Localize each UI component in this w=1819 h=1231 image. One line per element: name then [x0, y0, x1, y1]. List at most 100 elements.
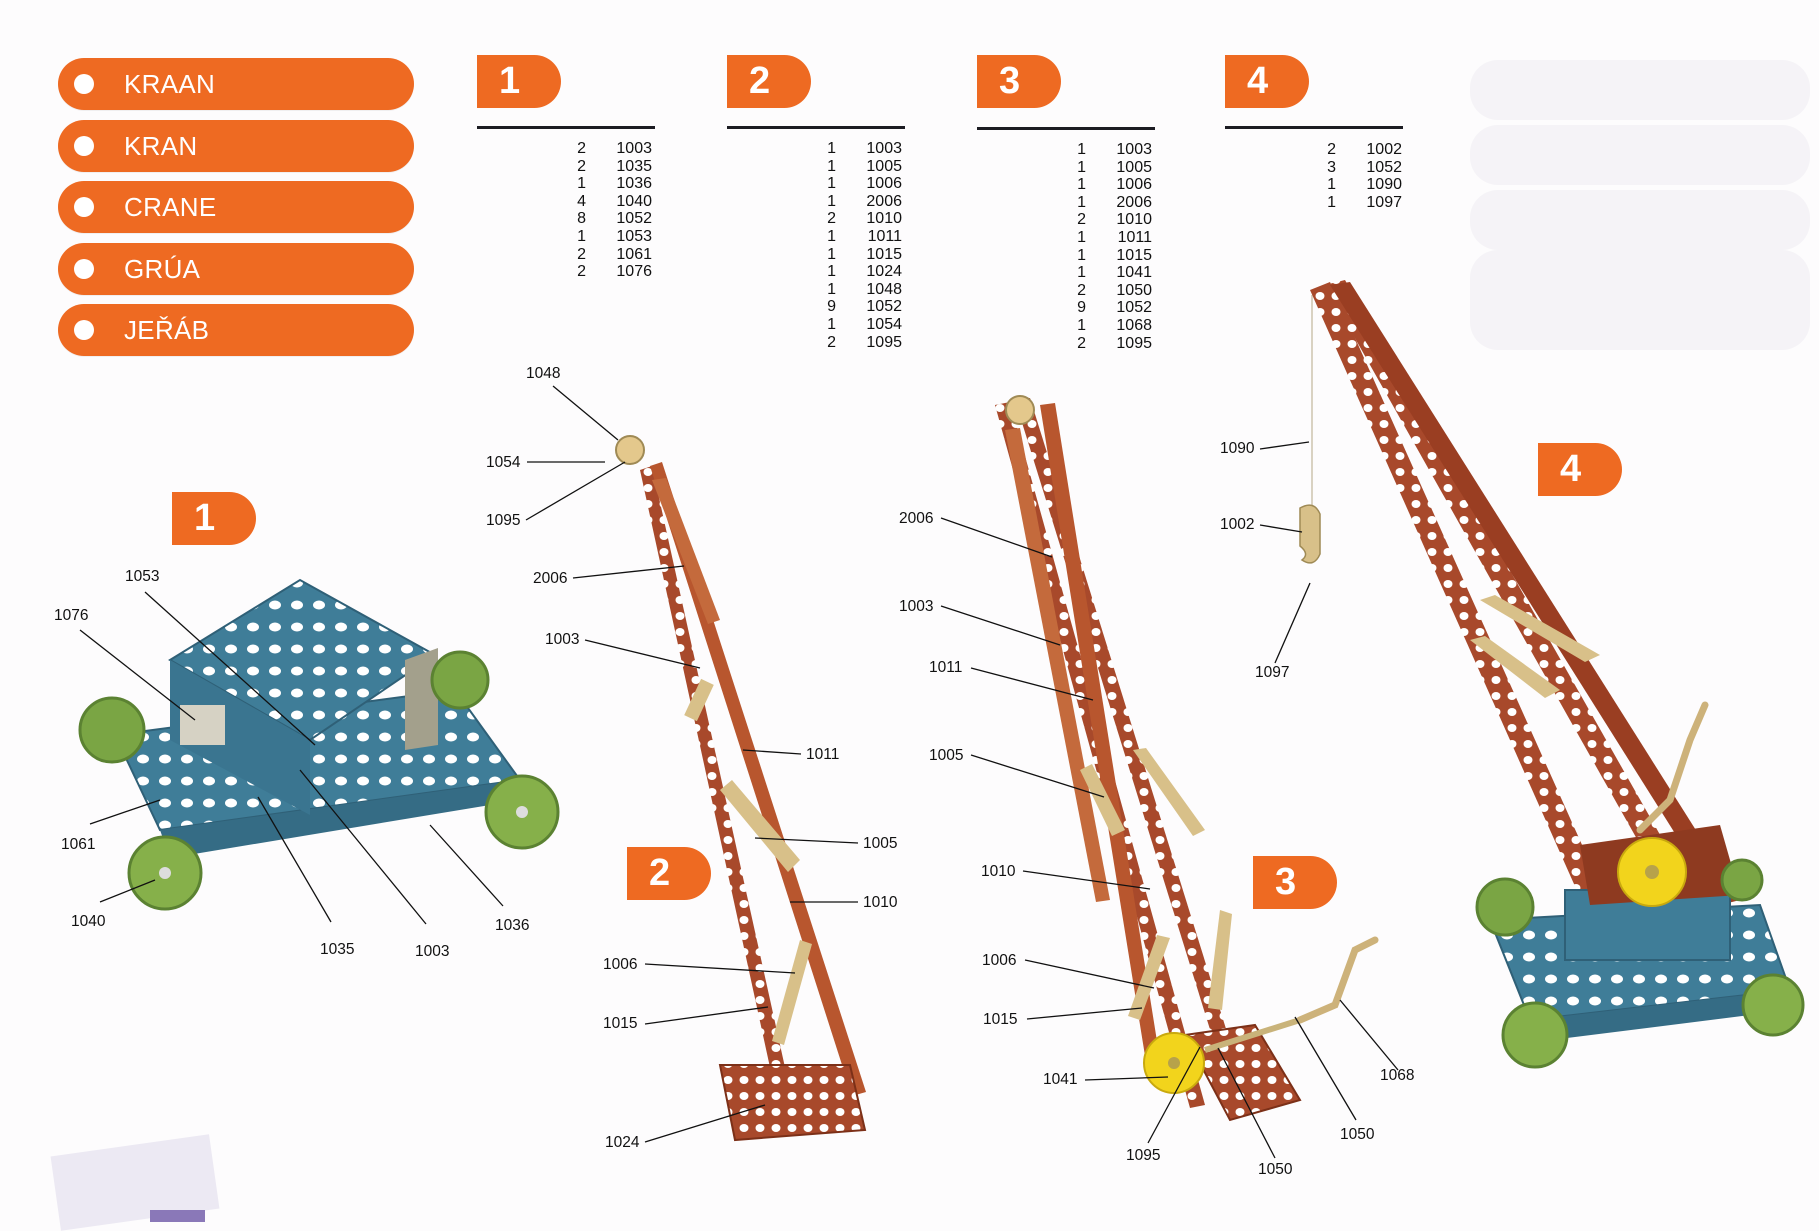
part-quantity: 1	[827, 280, 836, 298]
part-number: 2006	[866, 192, 902, 210]
part-number: 1052	[1366, 158, 1402, 176]
leader-1005	[754, 837, 859, 844]
part-quantity: 3	[1327, 158, 1336, 176]
punch-hole-icon	[74, 259, 94, 279]
parts-row: 2 1010	[810, 210, 902, 228]
part-quantity: 1	[827, 157, 836, 175]
strip-1005	[1080, 764, 1125, 836]
part-quantity: 1	[827, 245, 836, 263]
part-quantity: 4	[577, 192, 586, 210]
part-number: 2006	[1116, 193, 1152, 211]
part-number: 1052	[616, 210, 652, 228]
leader-1090	[1259, 441, 1310, 450]
wheel	[1475, 877, 1535, 937]
part-quantity: 2	[577, 245, 586, 263]
part-number: 1053	[616, 227, 652, 245]
part-quantity: 1	[1077, 246, 1086, 264]
strip-1010	[650, 462, 866, 1096]
part-number: 1011	[1117, 228, 1152, 246]
callout-label: 2006	[533, 570, 568, 587]
punch-hole-icon	[74, 320, 94, 340]
callout-label: 1035	[320, 941, 355, 958]
model-badge-1: 1	[172, 492, 256, 545]
part-number: 1040	[616, 192, 652, 210]
part-quantity: 2	[1327, 141, 1336, 158]
part-number: 1095	[1116, 334, 1152, 352]
part-quantity: 1	[827, 175, 836, 193]
part-quantity: 1	[1327, 193, 1336, 211]
strip-1006	[772, 940, 812, 1045]
bleed-through-block	[1470, 125, 1810, 185]
part-quantity: 1	[827, 315, 836, 333]
model-2-jib	[615, 435, 867, 1142]
part-quantity: 2	[577, 263, 586, 281]
wheel	[1501, 1001, 1569, 1069]
callout-label: 1002	[1220, 516, 1255, 533]
part-number: 1035	[616, 157, 652, 175]
callout-label: 1005	[929, 747, 964, 764]
flat-plate	[180, 705, 225, 745]
brace	[1480, 595, 1600, 662]
leader-1005	[970, 754, 1105, 798]
leader-1050	[1217, 1047, 1276, 1159]
leader-1003	[584, 639, 701, 669]
part-quantity: 2	[1077, 211, 1086, 229]
leader-1053	[144, 591, 316, 746]
title-pill-crane: CRANE	[58, 181, 414, 233]
model-4-crane	[1299, 280, 1805, 1069]
model-badge-2: 2	[627, 847, 711, 900]
part-number: 1015	[1116, 246, 1152, 264]
part-quantity: 1	[827, 192, 836, 210]
title-pill-jerab: JEŘÁB	[58, 304, 414, 356]
crank	[1636, 701, 1709, 834]
jib-strip	[1330, 282, 1740, 905]
callout-label: 1054	[486, 454, 521, 471]
part-quantity: 1	[1077, 264, 1086, 282]
callout-label: 1015	[983, 1011, 1018, 1028]
part-quantity: 1	[1327, 176, 1336, 194]
part-number: 1002	[1366, 141, 1402, 158]
leader-2006	[940, 517, 1053, 558]
brace	[1470, 636, 1560, 698]
leader-1003	[940, 605, 1061, 646]
list-divider	[977, 127, 1155, 130]
leader-1050	[1294, 1016, 1357, 1121]
parts-row: 1 1011	[1060, 229, 1152, 247]
callout-label: 1050	[1258, 1161, 1293, 1178]
parts-row: 3 1052	[1310, 159, 1402, 177]
step-badge-2: 2	[727, 55, 811, 108]
model-1-cart	[78, 578, 560, 911]
strip-1003	[684, 678, 714, 722]
leader-lines	[79, 385, 1399, 1159]
model-badge-3: 3	[1253, 856, 1337, 909]
part-number: 1006	[866, 175, 902, 193]
part-quantity: 1	[1077, 228, 1086, 246]
callout-label: 1005	[863, 835, 898, 852]
leader-1006	[1024, 959, 1155, 989]
wheel	[1720, 858, 1764, 902]
list-divider	[477, 126, 655, 129]
part-number: 1010	[866, 210, 902, 228]
part-quantity: 2	[827, 210, 836, 228]
title-label: JEŘÁB	[124, 315, 210, 345]
callout-label: 1076	[54, 607, 89, 624]
title-label: GRÚA	[124, 254, 201, 284]
part-number: 1036	[616, 175, 652, 193]
title-label: CRANE	[124, 192, 217, 222]
leader-1002	[1259, 524, 1303, 533]
